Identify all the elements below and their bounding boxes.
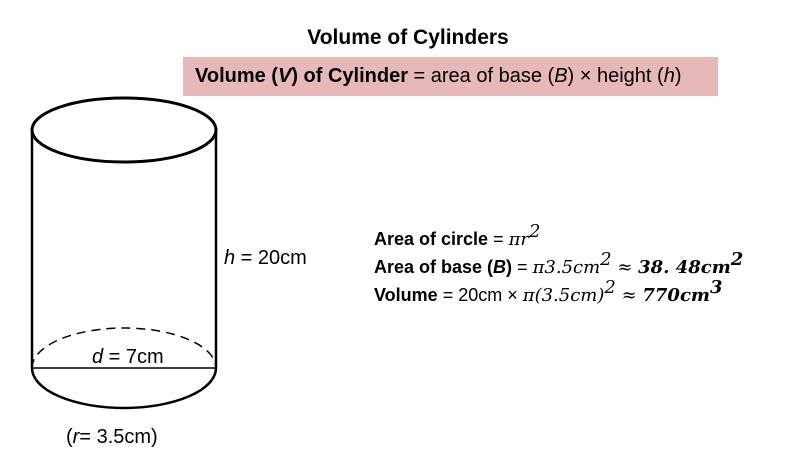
page-title: Volume of Cylinders	[307, 26, 509, 49]
cylinder-bottom-front-arc	[30, 367, 218, 410]
cylinder-top-ellipse	[30, 96, 218, 164]
cylinder-bottom-back-arc	[31, 327, 217, 369]
diameter-label: d = 7cm	[92, 346, 164, 368]
area-of-base-line: Area of base (B) = π3.5cm2 ≈ 38. 48cm2	[374, 249, 744, 279]
height-label: h = 20cm	[224, 247, 307, 269]
volume-line: Volume = 20cm × π(3.5cm)2 ≈ 770cm3	[374, 277, 723, 307]
area-of-circle-line: Area of circle = πr2	[374, 221, 541, 251]
formula-banner: Volume (V) of Cylinder = area of base (B…	[183, 57, 718, 96]
radius-label: (r= 3.5cm)	[66, 426, 158, 448]
